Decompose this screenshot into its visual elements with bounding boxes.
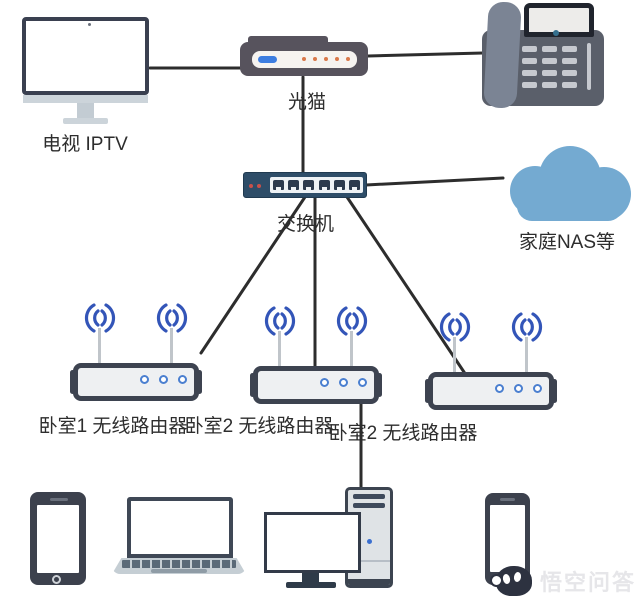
antenna-icon bbox=[170, 328, 173, 366]
antenna-icon bbox=[350, 331, 353, 369]
antenna-icon bbox=[278, 331, 281, 369]
router1-label: 卧室1 无线路由器 bbox=[38, 416, 188, 437]
ethernet-port-icon bbox=[333, 180, 345, 190]
desktop-monitor-icon bbox=[264, 512, 361, 573]
ethernet-port-icon bbox=[318, 180, 330, 190]
telephone-led bbox=[553, 30, 559, 36]
smartphone-speaker bbox=[50, 498, 68, 501]
network-switch-icon bbox=[243, 172, 367, 198]
watermark-logo-icon bbox=[490, 566, 532, 596]
router3-label: 卧室2 无线路由器 bbox=[328, 423, 478, 444]
antenna-icon bbox=[453, 337, 456, 375]
ethernet-port-icon bbox=[348, 180, 360, 190]
telephone-handset bbox=[483, 1, 522, 109]
watermark: 悟空问答 bbox=[490, 565, 637, 597]
laptop-keyboard bbox=[122, 560, 236, 568]
router-status-lights bbox=[140, 375, 187, 384]
drive-slot bbox=[353, 503, 385, 508]
connection-switch-router3 bbox=[345, 195, 468, 377]
monitor-base bbox=[63, 118, 108, 124]
antenna-icon bbox=[525, 337, 528, 375]
telephone-side-bar bbox=[587, 43, 591, 90]
laptop-base bbox=[112, 558, 246, 574]
router-status-lights bbox=[495, 384, 542, 393]
wifi-signal-icon bbox=[439, 312, 471, 342]
smartphone-screen bbox=[490, 505, 525, 572]
modem-icon bbox=[240, 42, 368, 76]
wifi-signal-icon bbox=[84, 303, 116, 333]
wifi-signal-icon bbox=[511, 312, 543, 342]
smartphone-screen bbox=[37, 505, 79, 573]
router-status-lights bbox=[320, 378, 367, 387]
ethernet-port-icon bbox=[303, 180, 315, 190]
monitor-stand bbox=[77, 103, 94, 119]
camera-dot-icon bbox=[88, 23, 91, 26]
cloud-icon bbox=[510, 146, 631, 221]
smartphone-speaker bbox=[500, 498, 515, 501]
modem-label: 光猫 bbox=[287, 92, 326, 113]
cloud-label: 家庭NAS等 bbox=[518, 232, 616, 253]
laptop-touchpad bbox=[151, 569, 207, 573]
connection-modem-phone bbox=[366, 51, 485, 58]
router1-node bbox=[70, 303, 202, 401]
antenna-icon bbox=[98, 328, 101, 366]
home-button-icon bbox=[52, 575, 61, 584]
wifi-signal-icon bbox=[156, 303, 188, 333]
desktop-monitor-base bbox=[286, 582, 336, 588]
power-led bbox=[367, 539, 372, 544]
drive-slot bbox=[353, 494, 385, 499]
switch-port-panel bbox=[270, 177, 363, 193]
telephone-keypad bbox=[522, 46, 577, 88]
modem-panel bbox=[252, 51, 357, 68]
ethernet-port-icon bbox=[273, 180, 284, 190]
laptop-icon bbox=[127, 497, 233, 558]
modem-status-leds bbox=[302, 57, 350, 61]
router2-label: 卧室2 无线路由器 bbox=[184, 416, 334, 437]
desktop-monitor-stand bbox=[302, 573, 319, 583]
monitor-chin bbox=[23, 95, 148, 103]
ethernet-port-icon bbox=[288, 180, 300, 190]
wifi-signal-icon bbox=[264, 306, 296, 336]
connection-switch-router1 bbox=[199, 195, 307, 355]
wireless-router-icon bbox=[73, 363, 199, 401]
connection-switch-cloud bbox=[364, 176, 505, 187]
watermark-text: 悟空问答 bbox=[540, 570, 637, 595]
switch-label: 交换机 bbox=[276, 214, 334, 235]
monitor-icon bbox=[22, 17, 149, 95]
router2-node bbox=[250, 306, 382, 404]
switch-status-leds bbox=[249, 184, 261, 188]
modem-top-tab bbox=[248, 36, 328, 44]
wireless-router-icon bbox=[253, 366, 379, 404]
router3-node bbox=[425, 312, 557, 410]
modem-power-led bbox=[258, 56, 277, 63]
tv-label: 电视 IPTV bbox=[42, 134, 128, 155]
wifi-signal-icon bbox=[336, 306, 368, 336]
telephone-screen bbox=[524, 3, 594, 37]
